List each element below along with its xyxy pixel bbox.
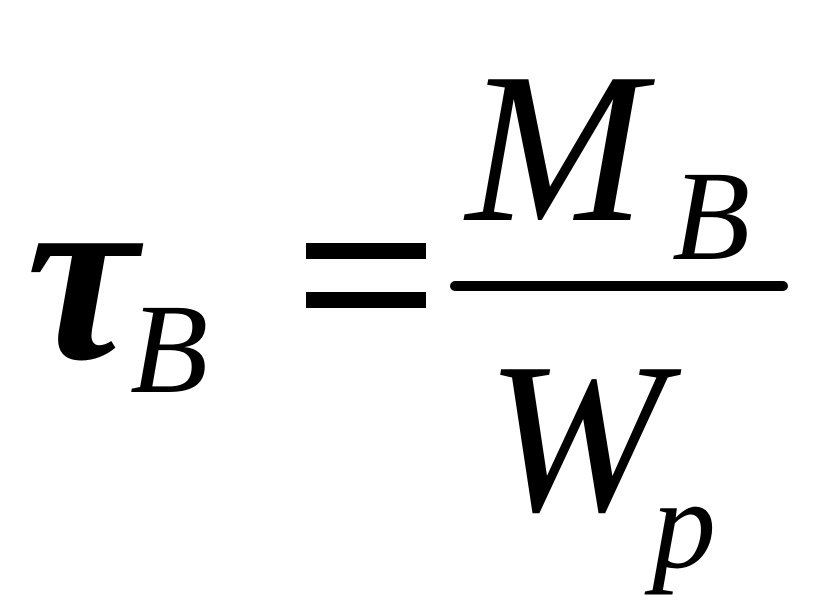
denominator-subscript: p [652,453,716,595]
tau-subscript: B [130,278,209,420]
equals-sign-bottom-bar [306,292,426,308]
fraction-bar [450,281,788,291]
denominator-symbol: W [486,318,666,557]
tau-symbol: τ [26,136,137,413]
numerator-symbol: M [466,28,646,267]
numerator-subscript: B [672,145,751,287]
equals-sign-top-bar [306,243,426,259]
